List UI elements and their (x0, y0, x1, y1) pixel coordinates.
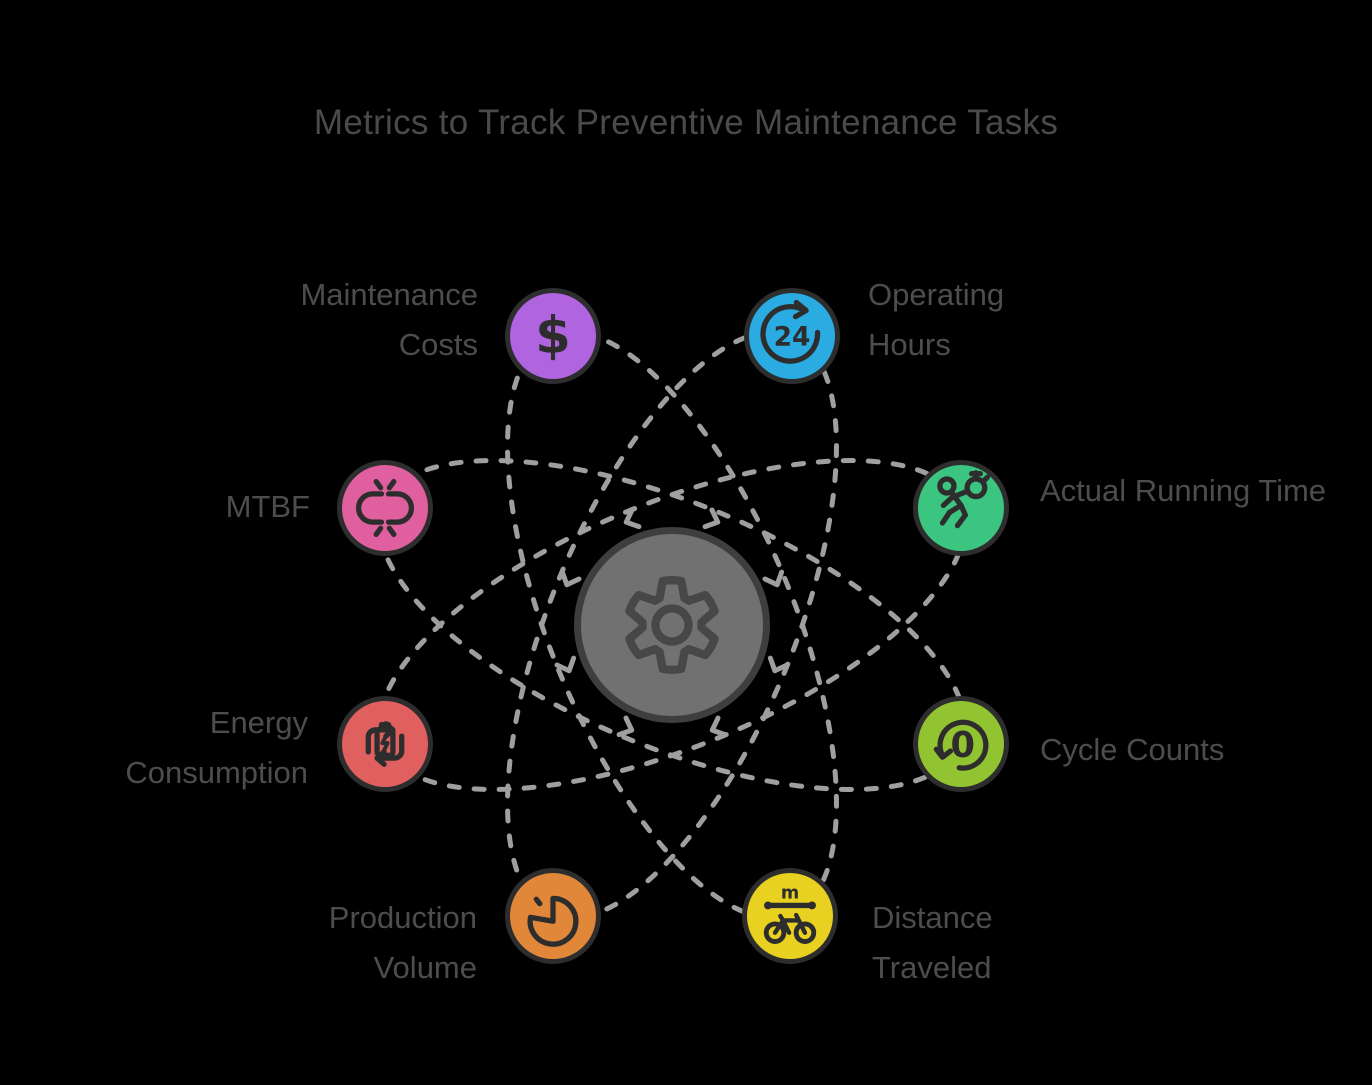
pie-chart-icon (527, 895, 579, 947)
label-production-volume: Production Volume (328, 900, 477, 985)
gear-icon (625, 575, 719, 675)
node-actual-running-time (913, 460, 1009, 556)
label-operating-hours: Operating Hours (868, 277, 1005, 362)
node-distance-traveled: m (742, 868, 838, 964)
label-actual-running-time: Actual Running Time (1040, 473, 1327, 508)
broken-link-icon (356, 478, 414, 538)
svg-text:$: $ (535, 307, 571, 366)
dollar-icon: $ (535, 307, 571, 366)
label-mtbf: MTBF (225, 489, 310, 524)
node-circle (505, 868, 601, 964)
node-energy-consumption (337, 696, 433, 792)
node-circle: m (742, 868, 838, 964)
label-energy-consumption: Energy Consumption (125, 705, 308, 790)
node-maintenance-costs: $ (505, 288, 601, 384)
runner-stopwatch-icon (937, 470, 991, 529)
24-hours-arrow-icon: 24 (760, 299, 821, 364)
node-production-volume (505, 868, 601, 964)
node-mtbf (337, 460, 433, 556)
orbit-arrowheads (554, 507, 790, 738)
node-circle (337, 696, 433, 792)
svg-text:24: 24 (774, 322, 811, 353)
bicycle-distance-icon: m (763, 883, 817, 944)
svg-text:m: m (781, 883, 799, 903)
node-circle: 24 (744, 288, 840, 384)
node-operating-hours: 24 (744, 288, 840, 384)
diagram-title: Metrics to Track Preventive Maintenance … (313, 103, 1059, 142)
node-cycle-counts: 0 (913, 696, 1009, 792)
node-circle: 0 (913, 696, 1009, 792)
battery-refresh-icon (365, 721, 405, 767)
label-maintenance-costs: Maintenance Costs (300, 277, 478, 362)
svg-text:0: 0 (951, 725, 975, 766)
node-circle (337, 460, 433, 556)
node-circle (913, 460, 1009, 556)
label-cycle-counts: Cycle Counts (1040, 732, 1225, 767)
label-distance-traveled: Distance Traveled (872, 900, 993, 985)
node-circle: $ (505, 288, 601, 384)
central-hub (574, 527, 770, 723)
reset-zero-arrow-icon: 0 (933, 719, 989, 771)
